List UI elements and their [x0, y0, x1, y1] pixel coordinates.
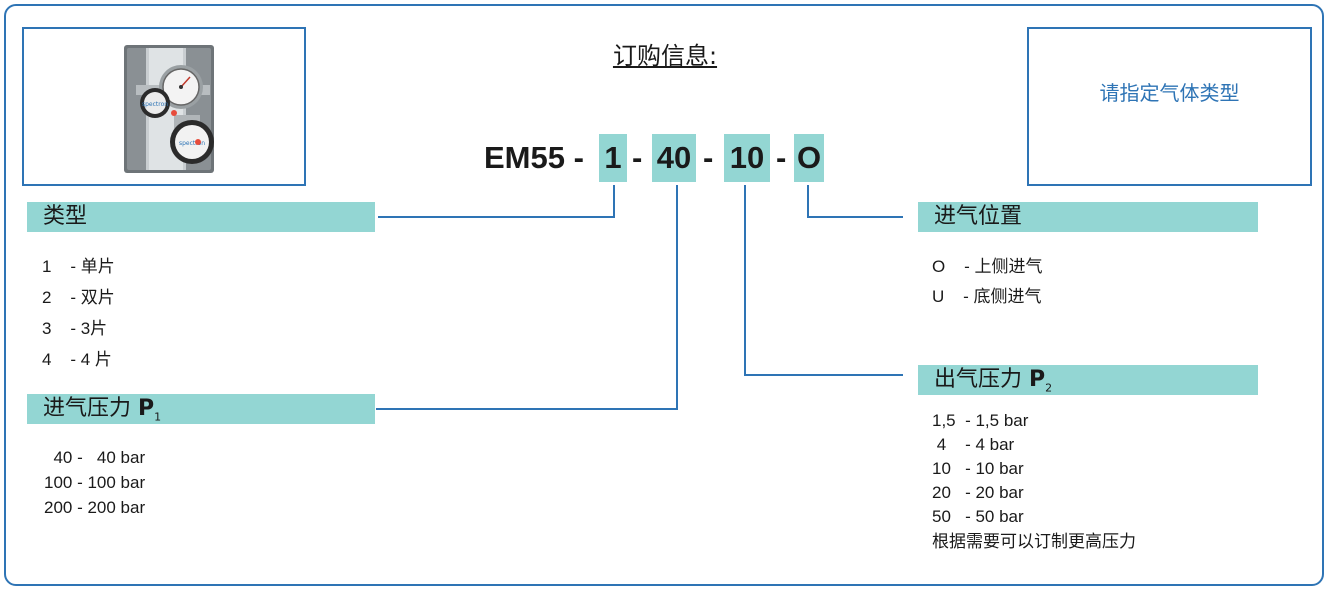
inlet-pressure-header-label: 进气压力 [43, 396, 138, 421]
code-segment-outlet-pressure: 10 [724, 134, 770, 182]
outer-frame [4, 4, 1324, 586]
inlet-pressure-header: 进气压力 P1 [27, 394, 375, 424]
type-option-1: 1 - 单片 [42, 257, 115, 276]
outlet-pressure-custom-note: 根据需要可以订制更高压力 [932, 532, 1136, 551]
code-separator-3: - [776, 140, 787, 175]
gas-type-note: 请指定气体类型 [1099, 81, 1240, 105]
code-segment-type: 1 [599, 134, 627, 182]
outlet-pressure-option-2: 4 - 4 bar [932, 435, 1015, 454]
svg-text:spectron: spectron [142, 101, 168, 108]
connector-outlet-pressure [744, 185, 903, 376]
gas-type-box: 请指定气体类型 [1027, 27, 1312, 186]
outlet-pressure-option-3: 10 - 10 bar [932, 459, 1024, 478]
inlet-pressure-symbol: P [138, 396, 155, 421]
connector-type [378, 185, 615, 218]
inlet-pressure-option-2: 100 - 100 bar [44, 473, 146, 492]
code-segment-inlet-position: O [794, 134, 824, 182]
model-base: EM55 - [484, 140, 584, 175]
connector-inlet-position [807, 185, 903, 218]
type-header-label: 类型 [43, 204, 88, 229]
inlet-pressure-subscript: 1 [154, 410, 162, 424]
product-image-box: spectron spectron [22, 27, 306, 186]
code-separator-2: - [703, 140, 714, 175]
type-option-4: 4 - 4 片 [42, 350, 112, 369]
outlet-pressure-symbol: P [1029, 367, 1046, 392]
outlet-pressure-header: 出气压力 P2 [918, 365, 1258, 395]
inlet-position-option-bottom: U - 底侧进气 [932, 287, 1042, 306]
order-info-title: 订购信息: [612, 42, 718, 70]
outlet-pressure-subscript: 2 [1045, 381, 1053, 395]
type-option-2: 2 - 双片 [42, 288, 115, 307]
connector-inlet-pressure [376, 185, 678, 410]
type-option-3: 3 - 3片 [42, 319, 108, 338]
outlet-pressure-option-4: 20 - 20 bar [932, 483, 1024, 502]
outlet-pressure-header-label: 出气压力 [934, 367, 1029, 392]
outlet-pressure-option-5: 50 - 50 bar [932, 507, 1024, 526]
inlet-pressure-option-3: 200 - 200 bar [44, 498, 146, 517]
outlet-pressure-option-1: 1,5 - 1,5 bar [932, 411, 1029, 430]
code-segment-inlet-pressure: 40 [652, 134, 696, 182]
inlet-position-header-label: 进气位置 [934, 204, 1023, 229]
type-header: 类型 [27, 202, 375, 232]
inlet-pressure-option-1: 40 - 40 bar [44, 448, 146, 467]
pressure-regulator-image: spectron spectron [124, 45, 214, 173]
code-separator-1: - [632, 140, 643, 175]
inlet-position-header: 进气位置 [918, 202, 1258, 232]
svg-text:spectron: spectron [179, 140, 205, 147]
inlet-position-option-top: O - 上侧进气 [932, 257, 1043, 276]
